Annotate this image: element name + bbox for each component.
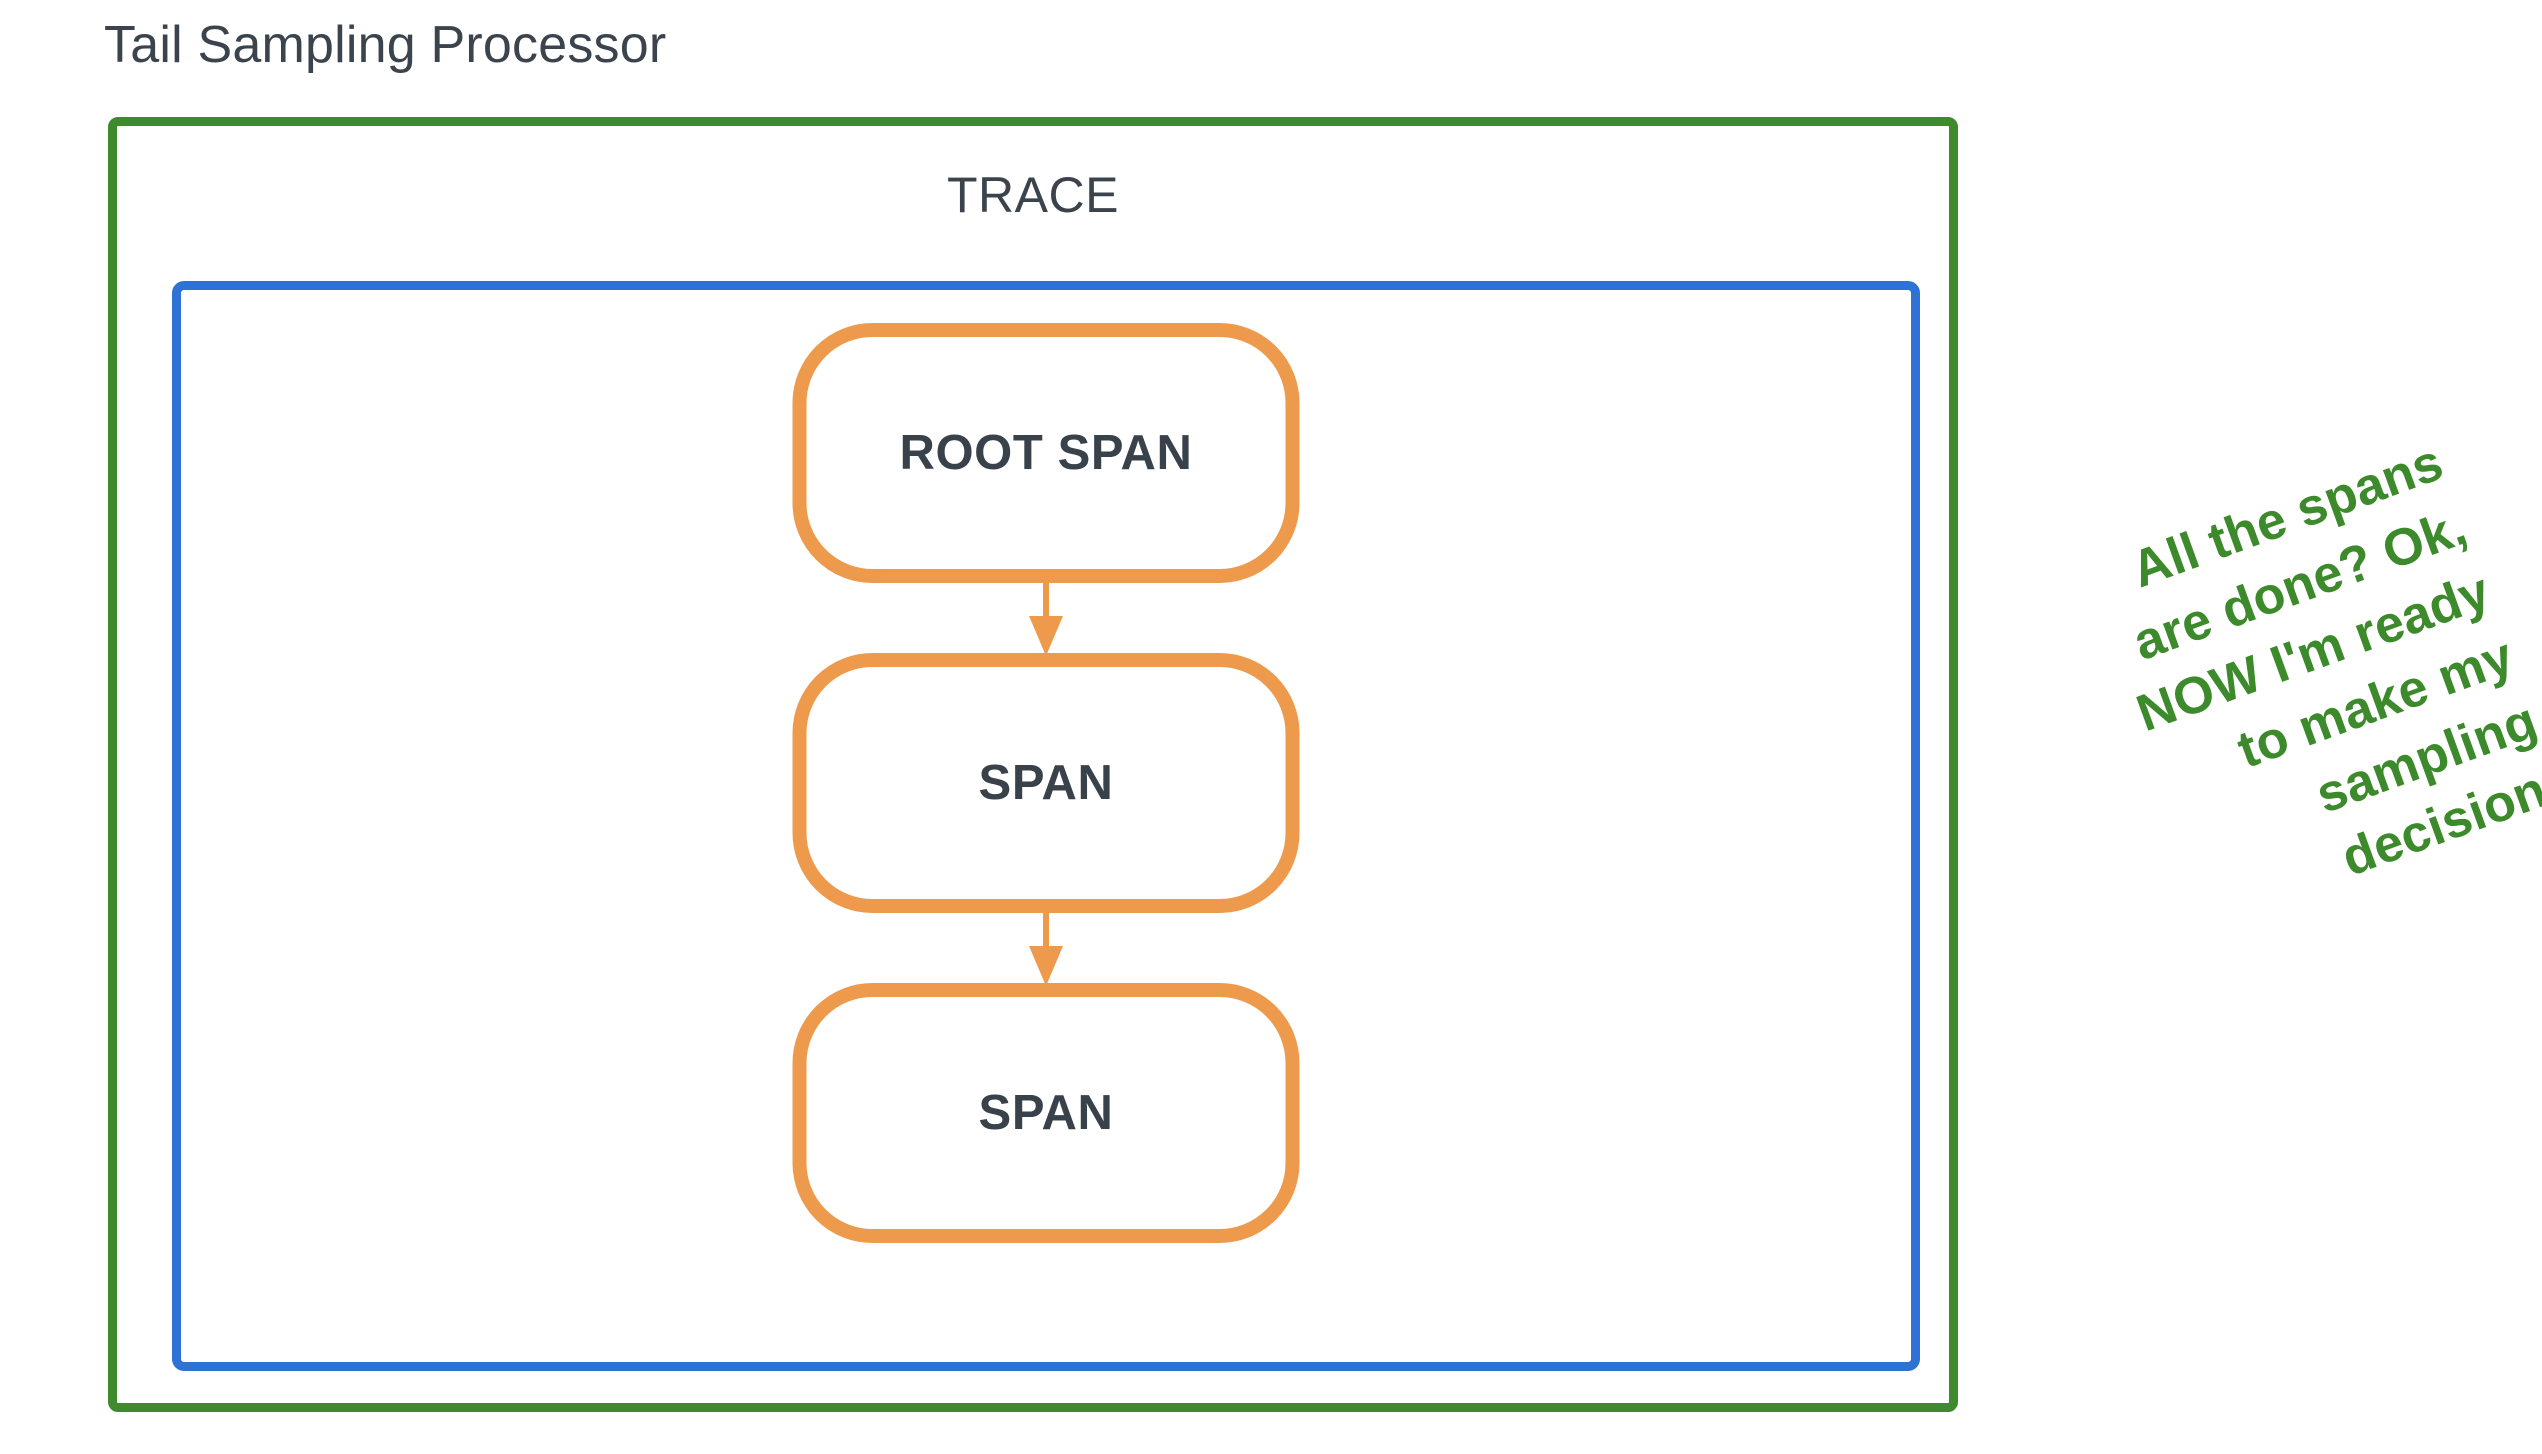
arrow-shaft (1043, 912, 1049, 954)
span-chain: ROOT SPAN SPAN SPAN (181, 290, 1911, 1362)
span-node-label: SPAN (978, 1086, 1114, 1140)
tail-sampling-processor-container: TRACE ROOT SPAN SPAN SPAN (108, 117, 1958, 1412)
span-node-label: SPAN (978, 756, 1114, 810)
trace-label: TRACE (947, 167, 1119, 223)
span-node-label: ROOT SPAN (899, 426, 1193, 480)
page-title: Tail Sampling Processor (104, 16, 667, 74)
span-node-child-2[interactable]: SPAN (792, 983, 1300, 1243)
sampling-decision-annotation: All the spans are done? Ok, NOW I'm read… (1940, 428, 2542, 993)
arrow-shaft (1043, 582, 1049, 624)
trace-container: ROOT SPAN SPAN SPAN (172, 281, 1920, 1371)
arrow-head (1029, 946, 1063, 986)
arrow-down-icon (1029, 912, 1063, 986)
span-node-child-1[interactable]: SPAN (792, 653, 1300, 913)
span-node-root[interactable]: ROOT SPAN (792, 323, 1300, 583)
arrow-down-icon (1029, 582, 1063, 656)
arrow-head (1029, 616, 1063, 656)
